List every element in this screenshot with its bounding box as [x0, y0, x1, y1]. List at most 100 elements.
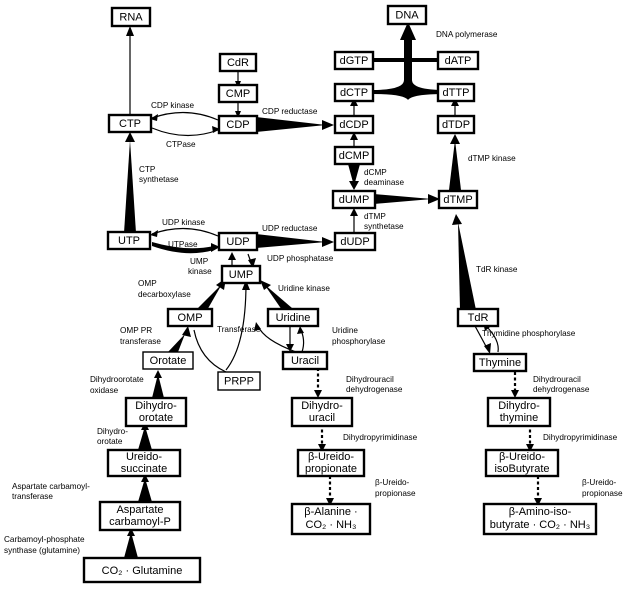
edge-dtmp-synthetase: [374, 194, 432, 204]
node-dihydrouracil[interactable]: Dihydro-uracil: [290, 396, 354, 428]
node-dihydroorotate[interactable]: Dihydro-orotate: [124, 396, 188, 428]
node-ump[interactable]: UMP: [220, 264, 262, 285]
node-dgtp[interactable]: dGTP: [333, 50, 375, 71]
node-dtmp[interactable]: dTMP: [437, 189, 479, 210]
node-cdr[interactable]: CdR: [218, 52, 258, 73]
node-ureidoisobutyrate[interactable]: β-Ureido-isoButyrate: [484, 448, 560, 478]
node-orotate[interactable]: Orotate: [142, 351, 194, 370]
label-b-ureidopropionase-1: β-Ureido-: [375, 478, 410, 487]
enzyme-labels: DNA polymerase CDP kinase CTPase CDP red…: [4, 30, 623, 555]
label-ctpase: CTPase: [166, 140, 196, 149]
node-dcmp[interactable]: dCMP: [333, 145, 375, 166]
arrowhead-uridine: [297, 326, 304, 334]
label-utpase: UTPase: [168, 240, 198, 249]
node-beta-aminoisobutyrate[interactable]: β-Amino-iso-butyrate · CO₂ · NH₃: [482, 502, 598, 536]
node-dudp[interactable]: dUDP: [333, 231, 377, 252]
arrowhead-aminoisobutyrate: [534, 498, 542, 506]
edge-dihydroorotate-oxidase: [152, 374, 164, 398]
svg-text:β-Amino-iso-: β-Amino-iso-: [509, 506, 572, 518]
arrowhead-ump-from-prpp: [242, 280, 250, 290]
edge-dcmp-deaminase: [348, 164, 360, 186]
edge-utpase: [152, 242, 214, 254]
label-udp-kinase: UDP kinase: [162, 218, 206, 227]
edge-omp-decarboxylase: [196, 284, 222, 312]
svg-text:Dihydro-: Dihydro-: [301, 400, 343, 412]
node-uridine[interactable]: Uridine: [266, 307, 320, 328]
node-rna[interactable]: RNA: [110, 6, 152, 28]
nodes: RNA DNA CdR CMP CTP CDP dGTP dATP dCTP d…: [82, 4, 598, 584]
node-dctp[interactable]: dCTP: [333, 82, 375, 103]
node-dcdp[interactable]: dCDP: [333, 114, 375, 135]
svg-text:dCDP: dCDP: [339, 119, 368, 131]
arrowhead-dcdp: [322, 120, 334, 130]
svg-text:β-Alanine ·: β-Alanine ·: [304, 506, 357, 518]
label-omp-decarboxylase-2: decarboxylase: [138, 290, 191, 299]
label-dihydrouracil-dehydrogenase-1: Dihydrouracil: [346, 375, 394, 384]
label-omp-pr-transferase-2: transferase: [120, 337, 161, 346]
node-dihydrothymine[interactable]: Dihydro-thymine: [486, 396, 552, 428]
svg-text:CDP: CDP: [226, 119, 249, 131]
node-tdr[interactable]: TdR: [456, 307, 500, 328]
node-thymine[interactable]: Thymine: [472, 352, 528, 373]
node-ctp[interactable]: CTP: [107, 113, 153, 134]
svg-text:dATP: dATP: [445, 55, 472, 67]
node-prpp[interactable]: PRPP: [217, 371, 261, 391]
edge-ctpase: [151, 127, 219, 137]
arrowhead-ureidopropionate: [318, 444, 326, 452]
arrowhead-carbamoyl: [127, 528, 135, 536]
svg-text:CO₂ · Glutamine: CO₂ · Glutamine: [102, 565, 183, 577]
svg-text:butyrate · CO₂ · NH₃: butyrate · CO₂ · NH₃: [490, 519, 590, 531]
arrowhead-dcdp-up: [350, 132, 358, 140]
svg-text:DNA: DNA: [395, 9, 419, 21]
node-dna[interactable]: DNA: [386, 4, 428, 26]
label-dihydroorotase-2: orotate: [97, 437, 123, 446]
node-omp[interactable]: OMP: [166, 307, 214, 328]
arrowhead-dtdp: [450, 134, 460, 144]
edge-prpp-omp: [193, 329, 227, 373]
svg-text:Uracil: Uracil: [291, 355, 319, 367]
arrowhead-balanine: [326, 498, 334, 506]
node-udp[interactable]: UDP: [217, 231, 259, 252]
svg-text:dUMP: dUMP: [339, 194, 370, 206]
node-datp[interactable]: dATP: [436, 50, 480, 71]
node-dtdp[interactable]: dTDP: [436, 114, 476, 135]
label-dihydrouracil-dehydrogenase-r1: Dihydrouracil: [533, 375, 581, 384]
svg-text:TdR: TdR: [468, 312, 489, 324]
label-transferase: Transferase: [217, 325, 261, 334]
label-ctp-synthetase-1: CTP: [139, 165, 156, 174]
label-dihydroorotase-1: Dihydro-: [97, 427, 128, 436]
label-dihydropyrimidinase-r: Dihydropyrimidinase: [543, 433, 618, 442]
node-ureidosuccinate[interactable]: Ureido-succinate: [106, 448, 182, 478]
svg-text:dTTP: dTTP: [443, 87, 470, 99]
label-dtmp-synthetase-1: dTMP: [364, 212, 386, 221]
arrowhead-ureidoisobutyrate: [526, 444, 534, 452]
label-dihydroorotate-oxidase-2: oxidase: [90, 386, 119, 395]
label-dcmp-deaminase-2: deaminase: [364, 178, 405, 187]
label-dtmp-kinase: dTMP kinase: [468, 154, 516, 163]
edge-to-dna: [400, 22, 416, 88]
label-b-ureidopropionase-r1: β-Ureido-: [582, 478, 617, 487]
node-cdp[interactable]: CDP: [217, 114, 259, 135]
label-udp-reductase: UDP reductase: [262, 224, 318, 233]
node-beta-alanine[interactable]: β-Alanine ·CO₂ · NH₃: [290, 502, 372, 536]
svg-text:CO₂ · NH₃: CO₂ · NH₃: [306, 519, 357, 531]
node-co2-glutamine[interactable]: CO₂ · Glutamine: [82, 556, 202, 584]
arrowhead-thymine: [484, 343, 491, 354]
edge-tdr-kinase: [458, 222, 476, 310]
edge-prpp-ump: [225, 282, 247, 371]
label-ump-kinase-2: kinase: [188, 267, 212, 276]
svg-text:dCTP: dCTP: [340, 87, 368, 99]
label-cdp-kinase: CDP kinase: [151, 101, 195, 110]
arrowhead-dihydrothymine: [511, 390, 519, 398]
node-dttp[interactable]: dTTP: [436, 82, 476, 103]
node-utp[interactable]: UTP: [106, 230, 152, 251]
node-uracil[interactable]: Uracil: [281, 350, 329, 371]
node-dump[interactable]: dUMP: [331, 189, 377, 210]
svg-text:dCMP: dCMP: [339, 150, 370, 162]
node-ureidopropionate[interactable]: β-Ureido-propionate: [296, 448, 366, 478]
label-b-ureidopropionase-r2: propionase: [582, 489, 623, 498]
svg-text:RNA: RNA: [119, 11, 143, 23]
node-cmp[interactable]: CMP: [217, 83, 259, 104]
arrowhead-uracil: [286, 344, 294, 352]
